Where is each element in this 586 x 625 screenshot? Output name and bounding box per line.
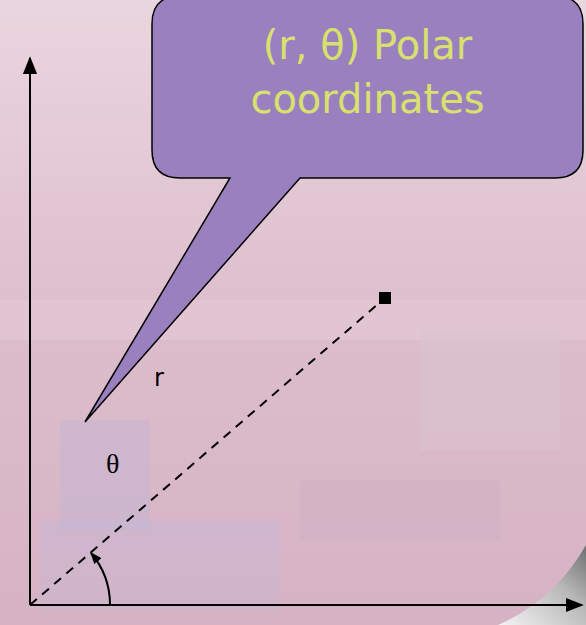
callout-shape [85,0,583,422]
radius-label: r [154,364,164,392]
callout-text: (r, θ) Polar coordinates [168,18,567,126]
angle-label: θ [106,448,119,480]
angle-arc [91,553,110,605]
x-axis [30,604,582,606]
callout-bubble: (r, θ) Polar coordinates [152,0,583,178]
radius-line [30,298,385,605]
y-axis [29,58,31,605]
point-marker [379,292,391,304]
